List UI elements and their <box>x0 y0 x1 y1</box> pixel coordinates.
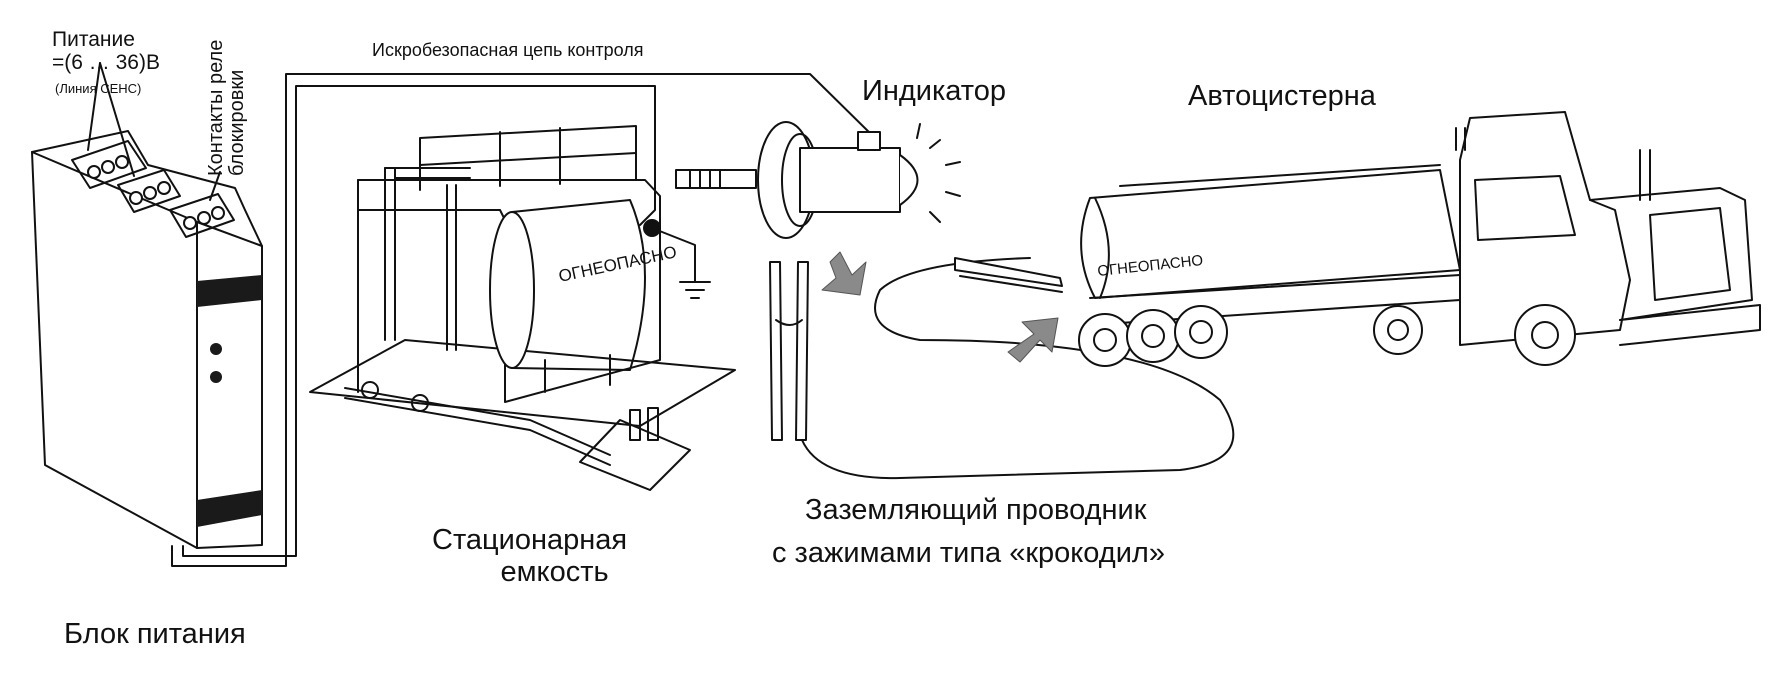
power-title: Питание <box>52 28 135 51</box>
indicator-label: Индикатор <box>862 75 1007 107</box>
conductor-line-1: Заземляющий проводник <box>805 494 1147 526</box>
lower-band <box>197 490 262 527</box>
upper-band <box>197 275 262 307</box>
conductor-line-2: с зажимами типа «крокодил» <box>772 537 1165 569</box>
control-circuit-label: Искробезопасная цепь контроля <box>372 40 644 60</box>
tank-line-1: Стационарная <box>432 524 628 556</box>
power-line: (Линия СЕНС) <box>55 81 142 96</box>
stationary-tank: ОГНЕОПАСНО <box>309 125 736 491</box>
indicator-device <box>675 121 961 239</box>
arrow-to-truck-clip <box>1007 317 1059 363</box>
tanker-truck: ОГНЕОПАСНО <box>954 111 1761 367</box>
relay-line-1: Контакты реле <box>205 39 227 176</box>
relay-contacts-label: Контакты реле блокировки <box>205 39 248 176</box>
relay-line-2: блокировки <box>226 69 248 176</box>
power-supply-unit <box>31 62 263 549</box>
control-circuit-wires <box>171 73 876 567</box>
power-voltage: =(6 … 36)В <box>52 51 160 74</box>
tank-line-2: емкость <box>500 556 609 589</box>
truck-label: Автоцистерна <box>1188 80 1376 112</box>
indicator-lamp-icon <box>899 154 919 206</box>
arrow-to-indicator <box>821 251 867 296</box>
power-block-label: Блок питания <box>64 618 246 650</box>
tank-label: Стационарная емкость <box>432 524 627 589</box>
